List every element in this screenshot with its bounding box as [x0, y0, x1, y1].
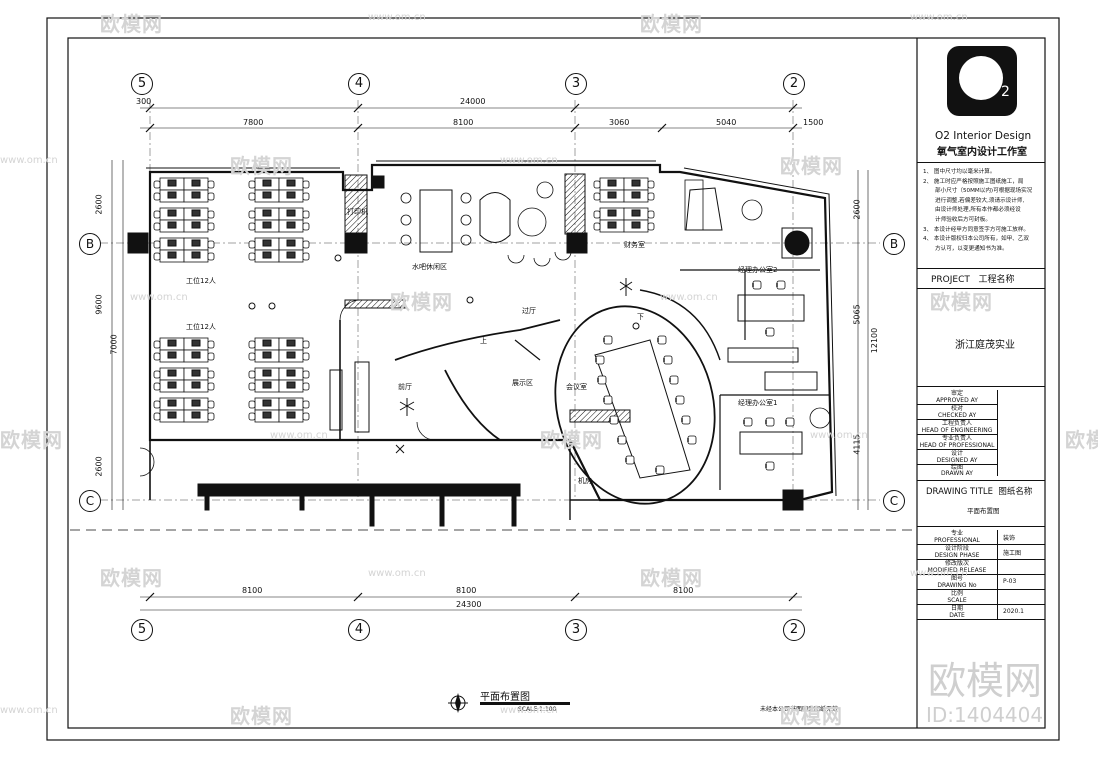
- note-line: 部小尺寸（50MM以内)可根据现场实况: [935, 188, 1033, 195]
- note-line: 计师验收后方可封板。: [935, 216, 991, 223]
- dimension-lines: [111, 103, 869, 611]
- watermark-url: www.om.cn: [0, 155, 58, 166]
- north-arrow-icon: [448, 693, 468, 713]
- watermark-url: www.om.cn: [810, 430, 868, 441]
- dim-left: 7000: [109, 334, 119, 355]
- dim-top: 7800: [243, 118, 264, 127]
- axis-bubble: 5: [131, 619, 153, 641]
- dim-top: 300: [136, 97, 152, 106]
- floor-plan: [100, 100, 880, 527]
- firm-name-en: O2 Interior Design: [935, 130, 1032, 142]
- room-label: 财务室: [624, 241, 645, 249]
- watermark-url: www.om.cn: [910, 12, 968, 23]
- firm-name-cn: 氧气室内设计工作室: [937, 147, 1027, 158]
- axis-bubble: 4: [348, 73, 370, 95]
- project-label: PROJECT 工程名称: [931, 275, 1015, 285]
- axis-bubble: B: [883, 233, 905, 255]
- dim-left: 9600: [94, 294, 104, 315]
- axis-bubble: B: [79, 233, 101, 255]
- room-label: 经理办公室1: [738, 399, 778, 407]
- room-label: 经理办公室2: [738, 266, 778, 274]
- note-line: 1、 图中尺寸均以毫米计算。: [923, 169, 996, 175]
- dim-top: 3060: [609, 118, 630, 127]
- watermark-url: www.om.cn: [368, 12, 426, 23]
- note-line: 进行调整,若偏差较大,须请示设计师,: [935, 197, 1025, 204]
- dim-bottom: 8100: [242, 586, 263, 595]
- dim-top: 5040: [716, 118, 737, 127]
- room-label: 过厅: [522, 307, 536, 315]
- axis-bubble: C: [79, 490, 101, 512]
- dim-bottom: 8100: [456, 586, 477, 595]
- watermark-id: ID:1404404: [926, 703, 1044, 727]
- drawing-name: 平面布置图: [967, 507, 1000, 515]
- axis-bubble: C: [883, 490, 905, 512]
- note-line: 4、 本设计版权归本公司所有，如甲、乙双: [923, 236, 1030, 243]
- room-label: 上: [480, 337, 487, 345]
- axis-bubble: 2: [783, 73, 805, 95]
- room-label: 展示区: [512, 379, 533, 387]
- watermark-url: www.om.cn: [368, 568, 426, 579]
- caption-title: 平面布置图: [480, 692, 530, 703]
- room-label: 水吧休闲区: [412, 263, 447, 271]
- dim-top: 8100: [453, 118, 474, 127]
- project-name: 浙江庭茂实业: [955, 340, 1015, 351]
- drawing-title-label: DRAWING TITLE 图纸名称: [926, 487, 1033, 497]
- room-label: 会议室: [566, 383, 587, 391]
- note-line: 3、 本设计经甲方同意签字方可施工放样。: [923, 226, 1030, 233]
- watermark-big-brand: 欧模网: [928, 659, 1043, 703]
- note-line: 方认可，以变更通知书为准。: [935, 245, 1008, 252]
- room-label: 下: [637, 313, 644, 321]
- logo-sub: 2: [1001, 84, 1010, 100]
- watermark-url: www.om.cn: [910, 568, 968, 579]
- room-label: 前厅: [398, 383, 412, 391]
- axis-bubble: 3: [565, 619, 587, 641]
- dim-left: 2600: [94, 194, 104, 215]
- room-label: 机房: [578, 477, 592, 485]
- logo-circle-icon: [959, 56, 1003, 100]
- note-line: 2、 施工时应严格按照施工图纸施工，局: [923, 178, 1024, 185]
- axis-bubble: 2: [783, 619, 805, 641]
- dim-right: 5065: [852, 304, 862, 325]
- title-block: 2 O2 Interior Design 氧气室内设计工作室 1、 图中尺寸均以…: [917, 38, 1045, 728]
- axis-bubble: 4: [348, 619, 370, 641]
- watermark-url: www.om.cn: [660, 292, 718, 303]
- copyright-note: 未经本公司书面同意图纸无效: [760, 706, 839, 713]
- watermark-url: www.om.cn: [130, 292, 188, 303]
- dim-right: 2600: [852, 199, 862, 220]
- watermark-url: www.om.cn: [0, 705, 58, 716]
- room-label: 工位12人: [186, 323, 216, 331]
- axis-bubble: 3: [565, 73, 587, 95]
- design-notes: 1、 图中尺寸均以毫米计算。 2、 施工时应严格按照施工图纸施工，局 部小尺寸（…: [923, 168, 1045, 254]
- inner-frame: [67, 37, 1046, 729]
- room-label: 打印机: [347, 208, 368, 216]
- firm-logo: 2: [947, 46, 1017, 116]
- caption-scale: SCALE 1:100: [518, 706, 557, 713]
- room-label: 工位12人: [186, 277, 216, 285]
- watermark-url: www.om.cn: [270, 430, 328, 441]
- outer-frame: [46, 17, 1060, 741]
- watermark-url: www.om.cn: [500, 155, 558, 166]
- dim-bottom: 8100: [673, 586, 694, 595]
- dim-left: 2600: [94, 456, 104, 477]
- dim-bottom-total: 24300: [456, 600, 482, 609]
- watermark-url: www.om.cn: [500, 705, 558, 716]
- note-line: 由设计师处理,所有本作都必须经设: [935, 207, 1021, 214]
- axis-bubble: 5: [131, 73, 153, 95]
- dim-top: 1500: [803, 118, 824, 127]
- dim-top-total: 24000: [460, 97, 486, 106]
- dim-right: 12100: [870, 327, 880, 354]
